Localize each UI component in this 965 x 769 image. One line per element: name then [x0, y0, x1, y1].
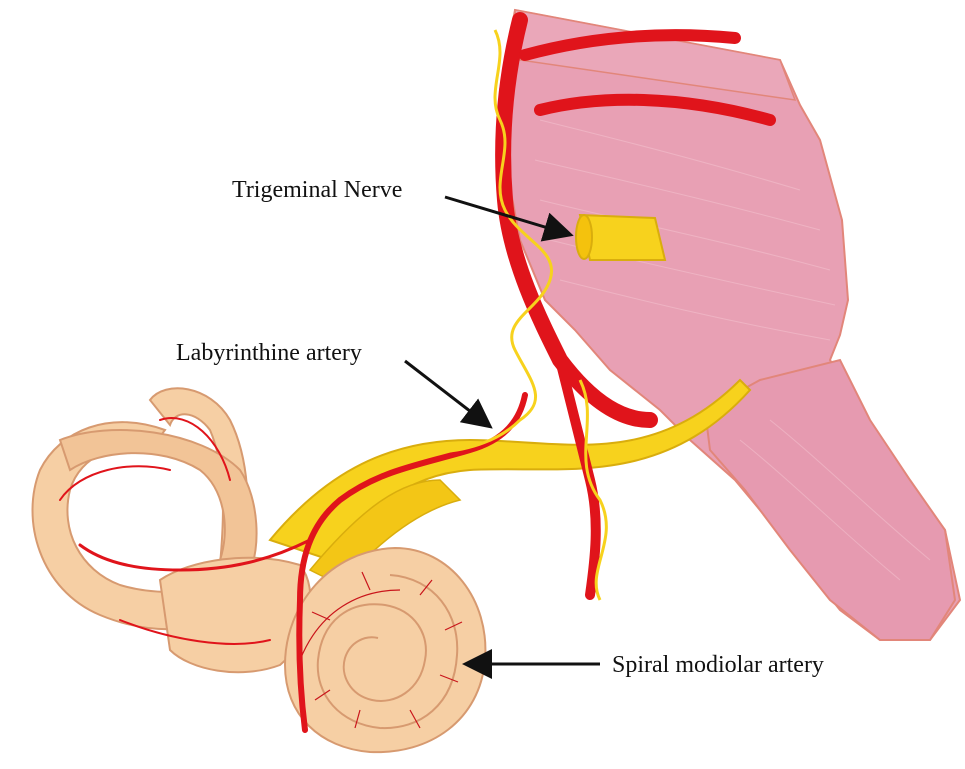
labyrinthine-arrow — [405, 361, 488, 425]
trigeminal-nerve — [576, 215, 665, 260]
labyrinthine-artery-label: Labyrinthine artery — [176, 341, 362, 365]
spiral-modiolar-artery-label: Spiral modiolar artery — [612, 653, 824, 677]
trigeminal-nerve-label: Trigeminal Nerve — [232, 178, 402, 202]
semicircular-canals — [33, 388, 311, 672]
cochlea — [285, 548, 485, 752]
